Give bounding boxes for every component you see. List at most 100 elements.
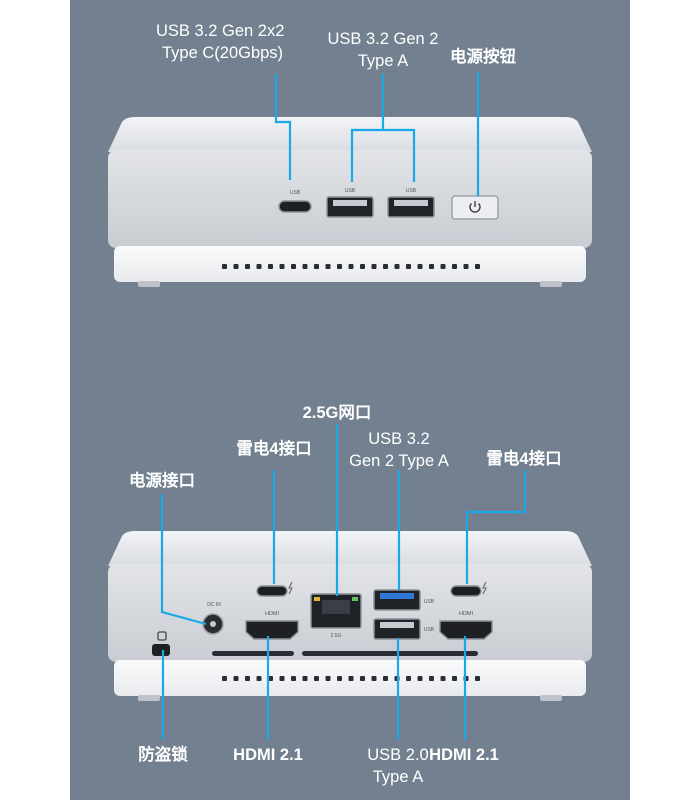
vent-hole: [245, 676, 250, 681]
vent-hole: [233, 676, 239, 681]
vent-hole: [360, 676, 365, 681]
label-hdmi-left: HDMI 2.1: [233, 746, 303, 764]
label-lock: 防盗锁: [138, 746, 188, 764]
vent-hole: [440, 264, 446, 269]
vent-hole: [417, 676, 423, 681]
callout-thunderbolt-right: [465, 470, 527, 584]
rear-slot-2: [302, 651, 478, 656]
thunderbolt-right-port: [450, 585, 482, 597]
thunderbolt-right-icon: [482, 581, 487, 595]
front-vent-grille: [222, 264, 480, 269]
rear-usb-upper-mark: USB: [424, 599, 435, 605]
vent-hole: [371, 264, 377, 269]
vent-hole: [268, 676, 273, 681]
vent-hole: [360, 264, 365, 269]
vent-hole: [314, 264, 319, 269]
vent-hole: [429, 676, 434, 681]
dc-in-mark: DC IN: [207, 602, 221, 608]
label-usb32-line2: Gen 2 Type A: [349, 452, 449, 470]
callout-dc-in: [160, 494, 207, 626]
vent-hole: [268, 264, 273, 269]
rear-foot-right: [540, 695, 562, 701]
power-button-icon: [451, 195, 499, 220]
label-power-button: 电源按钮: [450, 48, 516, 66]
label-hdmi-right: HDMI 2.1: [429, 746, 499, 764]
vent-hole: [429, 264, 434, 269]
rear-vent-grille: [222, 676, 480, 681]
vent-hole: [302, 264, 308, 269]
front-usb-a-right-tongue: [394, 200, 428, 206]
vent-hole: [256, 676, 262, 681]
vent-hole: [440, 676, 446, 681]
vent-hole: [452, 676, 457, 681]
rear-usb-lower-mark: USB: [424, 627, 435, 633]
thunderbolt-left-port: [256, 585, 288, 597]
rear-foot-left: [138, 695, 160, 701]
label-usb20-line2: Type A: [372, 768, 424, 786]
label-usb32-line1: USB 3.2: [368, 430, 430, 448]
ethernet-led-icon: [314, 597, 320, 601]
label-ethernet: 2.5G网口: [302, 404, 372, 422]
label-front-usb-c-line1: USB 3.2 Gen 2x2: [156, 22, 285, 40]
vent-hole: [394, 264, 400, 269]
power-symbol-icon: [469, 203, 481, 213]
vent-hole: [325, 676, 331, 681]
front-device-top: [108, 117, 592, 152]
lock-icon: [157, 631, 167, 641]
label-front-usb-c: USB 3.2 Gen 2x2 Type C(20Gbps): [156, 20, 396, 64]
label-thunderbolt-left: 雷电4接口: [236, 440, 312, 458]
front-usb-a-left-tongue: [333, 200, 367, 206]
vent-hole: [233, 264, 239, 269]
vent-hole: [291, 676, 296, 681]
vent-hole: [348, 676, 354, 681]
lock-slot-icon: [152, 644, 170, 656]
callout-usb-a: [350, 74, 416, 182]
label-usb32: USB 3.2 Gen 2 Type A: [343, 428, 455, 472]
label-usb20-line1: USB 2.0: [367, 746, 429, 764]
vent-hole: [314, 676, 319, 681]
label-front-usb-a-line2: Type A: [357, 52, 409, 70]
vent-hole: [279, 676, 285, 681]
vent-hole: [383, 676, 388, 681]
vent-hole: [325, 264, 331, 269]
vent-hole: [475, 264, 480, 269]
label-dc-in: 电源接口: [129, 472, 195, 490]
vent-hole: [371, 676, 377, 681]
vent-hole: [337, 676, 342, 681]
vent-hole: [222, 264, 227, 269]
vent-hole: [337, 264, 342, 269]
vent-hole: [245, 264, 250, 269]
callout-usb-c: [274, 74, 292, 180]
front-device: USB USB USB: [108, 117, 592, 287]
rear-slot-1: [212, 651, 294, 656]
front-usb-c-mark: USB: [290, 190, 301, 196]
vent-hole: [406, 264, 411, 269]
vent-hole: [302, 676, 308, 681]
vent-hole: [291, 264, 296, 269]
front-foot-left: [138, 281, 160, 287]
label-usb20: USB 2.0 Type A: [354, 744, 442, 788]
label-front-usb-a: USB 3.2 Gen 2 Type A: [318, 28, 448, 72]
hdmi-left-mark: HDMI: [265, 611, 280, 617]
front-usb-c-port: [278, 200, 312, 213]
thunderbolt-left-icon: [288, 581, 293, 595]
front-foot-right: [540, 281, 562, 287]
vent-hole: [417, 264, 423, 269]
vent-hole: [406, 676, 411, 681]
rear-device: DC IN HDMI 2.5G USB USB: [108, 531, 592, 701]
vent-hole: [463, 264, 469, 269]
hdmi-right-mark: HDMI: [459, 611, 474, 617]
vent-hole: [256, 264, 262, 269]
vent-hole: [383, 264, 388, 269]
front-usb-a-right-mark: USB: [406, 188, 417, 194]
label-front-usb-a-line1: USB 3.2 Gen 2: [327, 30, 439, 48]
vent-hole: [222, 676, 227, 681]
label-front-usb-c-line2: Type C(20Gbps): [162, 44, 284, 62]
vent-hole: [475, 676, 480, 681]
hdmi-right-port: [439, 620, 493, 640]
ethernet-speed-mark: 2.5G: [331, 633, 342, 639]
rear-device-top: [108, 531, 592, 566]
vent-hole: [452, 264, 457, 269]
